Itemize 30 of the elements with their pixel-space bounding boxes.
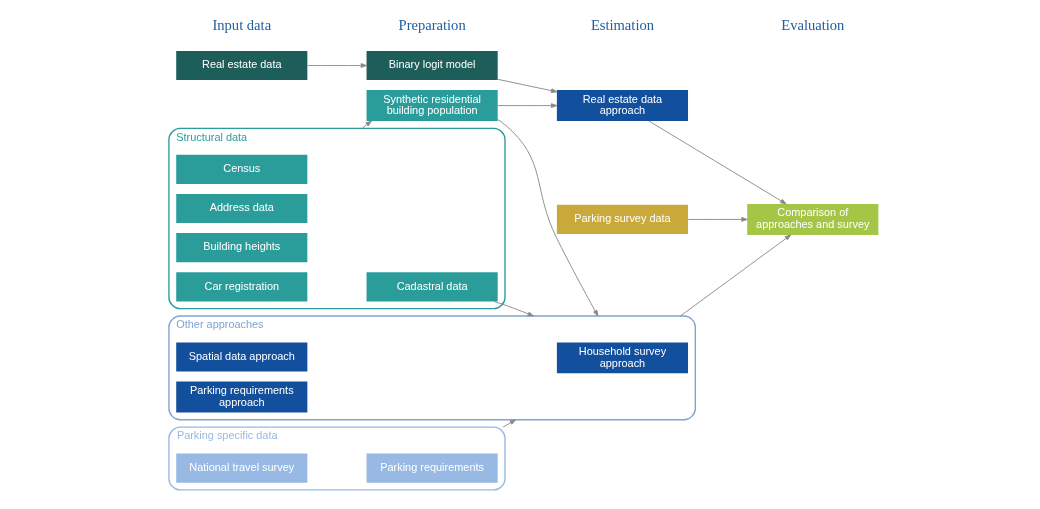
node-box: Building heights bbox=[176, 233, 308, 263]
node-box: Comparison of approaches and survey bbox=[747, 203, 879, 235]
label: Preparation bbox=[398, 16, 466, 33]
arrow bbox=[679, 234, 792, 317]
node-box: Parking survey data bbox=[556, 204, 688, 234]
node-box: Parking requirements bbox=[366, 453, 498, 483]
arrow bbox=[648, 120, 787, 205]
label: Evaluation bbox=[781, 16, 845, 33]
arrow bbox=[497, 119, 599, 317]
arrow bbox=[307, 63, 367, 68]
arrow bbox=[497, 103, 558, 108]
node-box: Spatial data approach bbox=[176, 342, 308, 372]
node-box: Parking requirements approach bbox=[176, 381, 308, 413]
label: Estimation bbox=[590, 16, 655, 33]
node-box: Census bbox=[176, 154, 308, 184]
node-box: Real estate data approach bbox=[556, 90, 688, 122]
node-box: Address data bbox=[176, 193, 308, 224]
node-box: Binary logit model bbox=[366, 50, 498, 81]
node-box: Car registration bbox=[176, 272, 308, 302]
arrow bbox=[493, 301, 534, 317]
node-box: Cadastral data bbox=[366, 272, 498, 302]
node-box: National travel survey bbox=[176, 453, 308, 483]
arrow bbox=[687, 217, 748, 222]
label: Input data bbox=[212, 16, 272, 33]
arrow bbox=[502, 419, 517, 428]
node-box: Real estate data bbox=[176, 50, 308, 81]
arrow bbox=[497, 78, 558, 94]
arrow bbox=[361, 120, 372, 129]
node-box: Household survey approach bbox=[556, 342, 688, 374]
node-box: Synthetic residential building population bbox=[366, 90, 498, 122]
